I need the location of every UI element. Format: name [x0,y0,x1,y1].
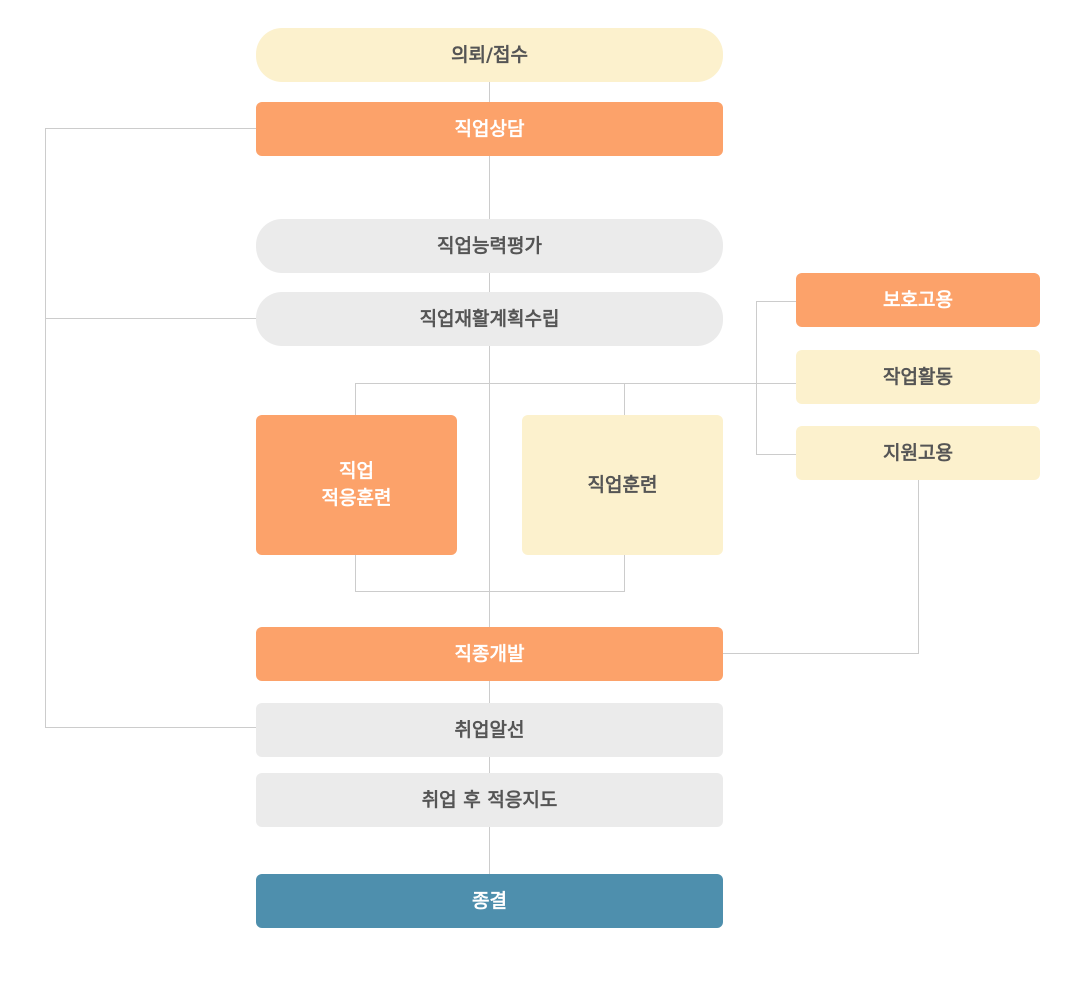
supported-employment-node: 지원고용 [796,426,1040,480]
work-activity-label: 작업활동 [883,365,953,388]
job-adaptation-training-node: 직업 적응훈련 [256,415,457,555]
job-development-label: 직종개발 [454,642,525,665]
job-counseling-label: 직업상담 [454,117,525,140]
training-bottom-line [355,555,625,592]
job-placement-node: 취업알선 [256,703,723,757]
post-employment-guidance-label: 취업 후 적응지도 [421,788,558,811]
request-intake-label: 의뢰/접수 [451,43,528,66]
supported-employment-label: 지원고용 [883,441,953,464]
rehab-planning-label: 직업재활계획수립 [419,307,560,330]
closure-node: 종결 [256,874,723,928]
job-training-node: 직업훈련 [522,415,723,555]
request-intake-node: 의뢰/접수 [256,28,723,82]
work-activity-node: 작업활동 [796,350,1040,404]
job-training-label: 직업훈련 [587,473,658,496]
protected-employment-label: 보호고용 [883,288,953,311]
vocational-assessment-node: 직업능력평가 [256,219,723,273]
protected-employment-node: 보호고용 [796,273,1040,327]
job-development-node: 직종개발 [256,627,723,681]
training-top-line [355,383,796,415]
left-bracket-line [45,128,256,728]
job-adaptation-training-label: 직업 적응훈련 [321,460,392,509]
right-bracket-line [756,301,796,455]
vocational-assessment-label: 직업능력평가 [437,234,542,257]
closure-label: 종결 [472,889,507,912]
rehab-planning-node: 직업재활계획수립 [256,292,723,346]
job-counseling-node: 직업상담 [256,102,723,156]
supported-to-development-line [723,480,919,654]
job-placement-label: 취업알선 [454,718,525,741]
post-employment-guidance-node: 취업 후 적응지도 [256,773,723,827]
